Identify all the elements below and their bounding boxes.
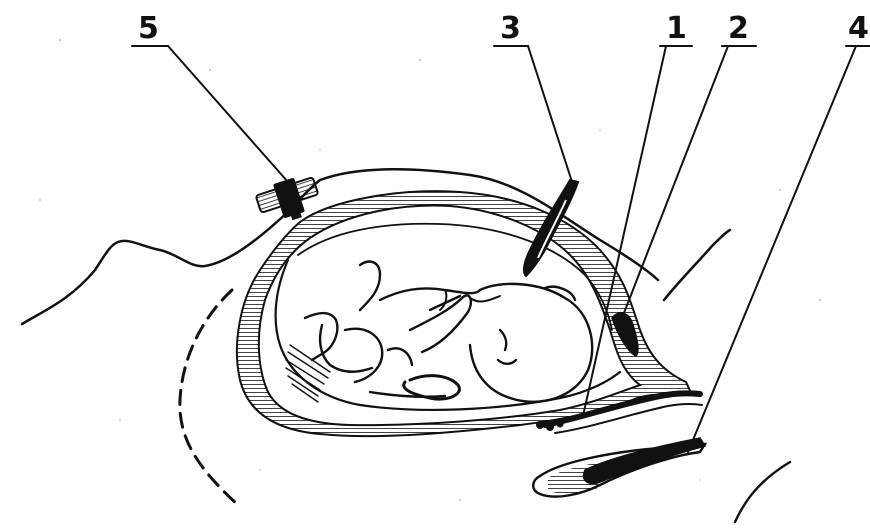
thigh-curve (735, 462, 790, 522)
label-1: 1 (666, 11, 687, 46)
fetus (305, 262, 592, 402)
label-2: 2 (728, 11, 749, 46)
label-5: 5 (138, 11, 159, 46)
label-4: 4 (848, 11, 869, 46)
leader-2 (622, 46, 728, 318)
transducer-5 (256, 177, 319, 220)
label-3: 3 (500, 11, 521, 46)
spine-dashed-outline (180, 290, 238, 505)
leader-3 (528, 46, 574, 188)
body-outline-right (664, 230, 730, 300)
leader-5 (168, 46, 288, 182)
probe-4 (584, 438, 705, 484)
leader-4 (688, 46, 856, 452)
